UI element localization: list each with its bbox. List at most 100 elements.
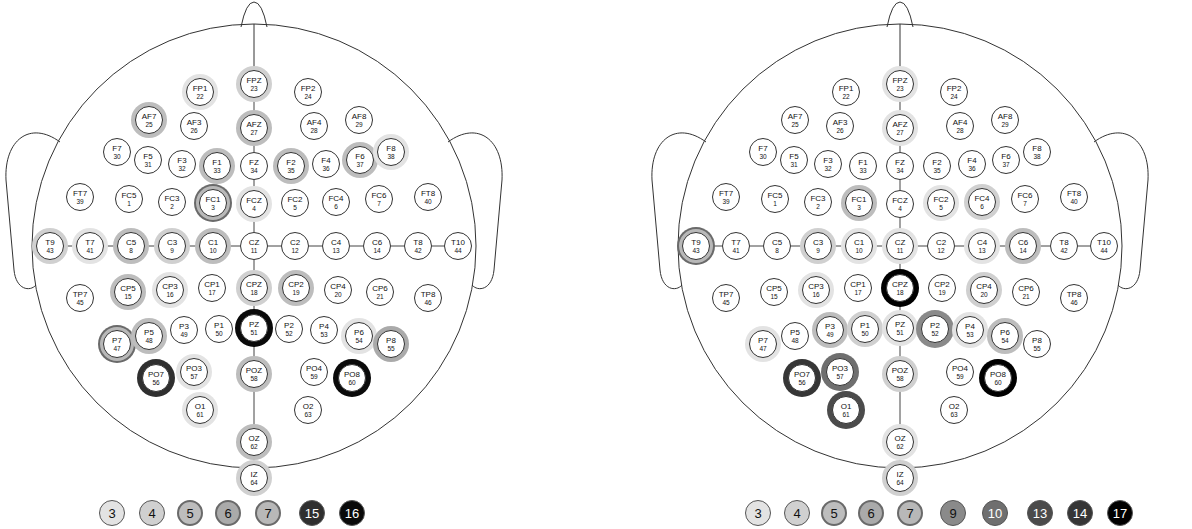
electrode-number: 33 bbox=[213, 167, 220, 174]
electrode: CP117 bbox=[198, 274, 226, 302]
electrode: CP316 bbox=[156, 276, 184, 304]
electrode-name: CP4 bbox=[330, 283, 346, 291]
electrode-number: 44 bbox=[1100, 247, 1107, 254]
electrode-number: 47 bbox=[113, 345, 120, 352]
electrode-number: 11 bbox=[251, 247, 258, 254]
axis-line bbox=[900, 302, 901, 314]
electrode-name: FC3 bbox=[810, 195, 825, 203]
electrode-number: 34 bbox=[250, 167, 257, 174]
electrode: POZ58 bbox=[240, 360, 268, 388]
electrode-number: 19 bbox=[938, 289, 945, 296]
legend-number: 3 bbox=[754, 507, 761, 520]
electrode-number: 37 bbox=[1002, 161, 1009, 168]
electrode-name: POZ bbox=[246, 367, 262, 375]
electrode-number: 35 bbox=[933, 167, 940, 174]
electrode-number: 57 bbox=[190, 373, 197, 380]
electrode: PO756 bbox=[788, 364, 816, 392]
legend-swatch: 13 bbox=[1027, 500, 1053, 526]
electrode: TP846 bbox=[1060, 284, 1088, 312]
electrode: F436 bbox=[312, 150, 340, 178]
electrode-name: CP4 bbox=[976, 283, 992, 291]
electrode-name: CZ bbox=[895, 239, 906, 247]
electrode-name: P7 bbox=[758, 337, 768, 345]
electrode-name: T9 bbox=[45, 239, 54, 247]
electrode-name: C4 bbox=[977, 239, 987, 247]
electrode-number: 1 bbox=[773, 200, 777, 207]
electrode-name: TP7 bbox=[73, 291, 88, 299]
electrode-number: 43 bbox=[46, 247, 53, 254]
electrode-number: 5 bbox=[939, 204, 943, 211]
electrode-number: 40 bbox=[424, 198, 431, 205]
electrode-name: TP8 bbox=[421, 291, 436, 299]
electrode-name: T8 bbox=[413, 239, 422, 247]
electrode-number: 52 bbox=[931, 330, 938, 337]
electrode-name: P6 bbox=[1000, 329, 1010, 337]
electrode: FT739 bbox=[66, 183, 94, 211]
electrode-number: 31 bbox=[144, 161, 151, 168]
electrode: F730 bbox=[749, 138, 777, 166]
electrode-name: CP3 bbox=[162, 283, 178, 291]
electrode: CP515 bbox=[114, 278, 142, 306]
legend-swatch: 15 bbox=[299, 500, 325, 526]
axis-line bbox=[791, 246, 804, 247]
axis-line bbox=[64, 246, 76, 247]
electrode-number: 6 bbox=[980, 203, 984, 210]
electrode-number: 30 bbox=[113, 153, 120, 160]
electrode: F531 bbox=[134, 146, 162, 174]
axis-line bbox=[350, 246, 363, 247]
electrode-name: P2 bbox=[284, 322, 294, 330]
electrode-number: 64 bbox=[896, 479, 903, 486]
electrode-number: 9 bbox=[170, 247, 174, 254]
legend-swatch: 3 bbox=[745, 500, 771, 526]
electrode-name: C2 bbox=[936, 239, 946, 247]
electrode: FZ34 bbox=[886, 152, 914, 180]
electrode: T943 bbox=[36, 232, 64, 260]
axis-line bbox=[227, 246, 240, 247]
legend-number: 4 bbox=[793, 507, 800, 520]
electrode-name: O2 bbox=[303, 403, 314, 411]
electrode: CP117 bbox=[844, 274, 872, 302]
electrode-number: 21 bbox=[1022, 293, 1029, 300]
electrode-number: 63 bbox=[950, 411, 957, 418]
electrode: CZ11 bbox=[240, 232, 268, 260]
electrode-number: 22 bbox=[842, 93, 849, 100]
electrode-name: AF4 bbox=[307, 119, 322, 127]
electrode: FP122 bbox=[186, 78, 214, 106]
electrode-name: PZ bbox=[249, 321, 259, 329]
electrode-name: P1 bbox=[214, 322, 224, 330]
electrode-number: 38 bbox=[1033, 153, 1040, 160]
electrode: P252 bbox=[921, 315, 949, 343]
electrode: IZ64 bbox=[240, 464, 268, 492]
electrode: PZ51 bbox=[886, 314, 914, 342]
electrode-number: 62 bbox=[896, 443, 903, 450]
electrode-number: 53 bbox=[966, 331, 973, 338]
electrode: FCZ4 bbox=[886, 190, 914, 218]
axis-line bbox=[900, 142, 901, 152]
electrode-name: FCZ bbox=[246, 197, 262, 205]
electrode-name: F1 bbox=[858, 159, 867, 167]
electrode: P548 bbox=[135, 322, 163, 350]
electrode-name: C3 bbox=[167, 239, 177, 247]
legend-number: 16 bbox=[345, 507, 359, 520]
electrode-name: P4 bbox=[319, 323, 329, 331]
electrode: P855 bbox=[1023, 330, 1051, 358]
electrode-name: PZ bbox=[895, 321, 905, 329]
electrode-number: 56 bbox=[798, 379, 805, 386]
electrode-number: 27 bbox=[896, 129, 903, 136]
electrode: P654 bbox=[345, 322, 373, 350]
electrode-number: 42 bbox=[1060, 247, 1067, 254]
axis-line bbox=[900, 260, 901, 274]
electrode: P855 bbox=[377, 330, 405, 358]
electrode-name: C2 bbox=[290, 239, 300, 247]
electrode-number: 37 bbox=[356, 161, 363, 168]
electrode: F637 bbox=[346, 146, 374, 174]
electrode-name: FC5 bbox=[767, 192, 782, 200]
electrode-name: FP1 bbox=[839, 85, 854, 93]
electrode: F436 bbox=[958, 150, 986, 178]
electrode: P252 bbox=[275, 315, 303, 343]
electrode-number: 10 bbox=[209, 247, 216, 254]
midline bbox=[900, 24, 901, 70]
electrode: TP745 bbox=[66, 284, 94, 312]
electrode: OZ62 bbox=[240, 428, 268, 456]
axis-line bbox=[254, 342, 255, 360]
